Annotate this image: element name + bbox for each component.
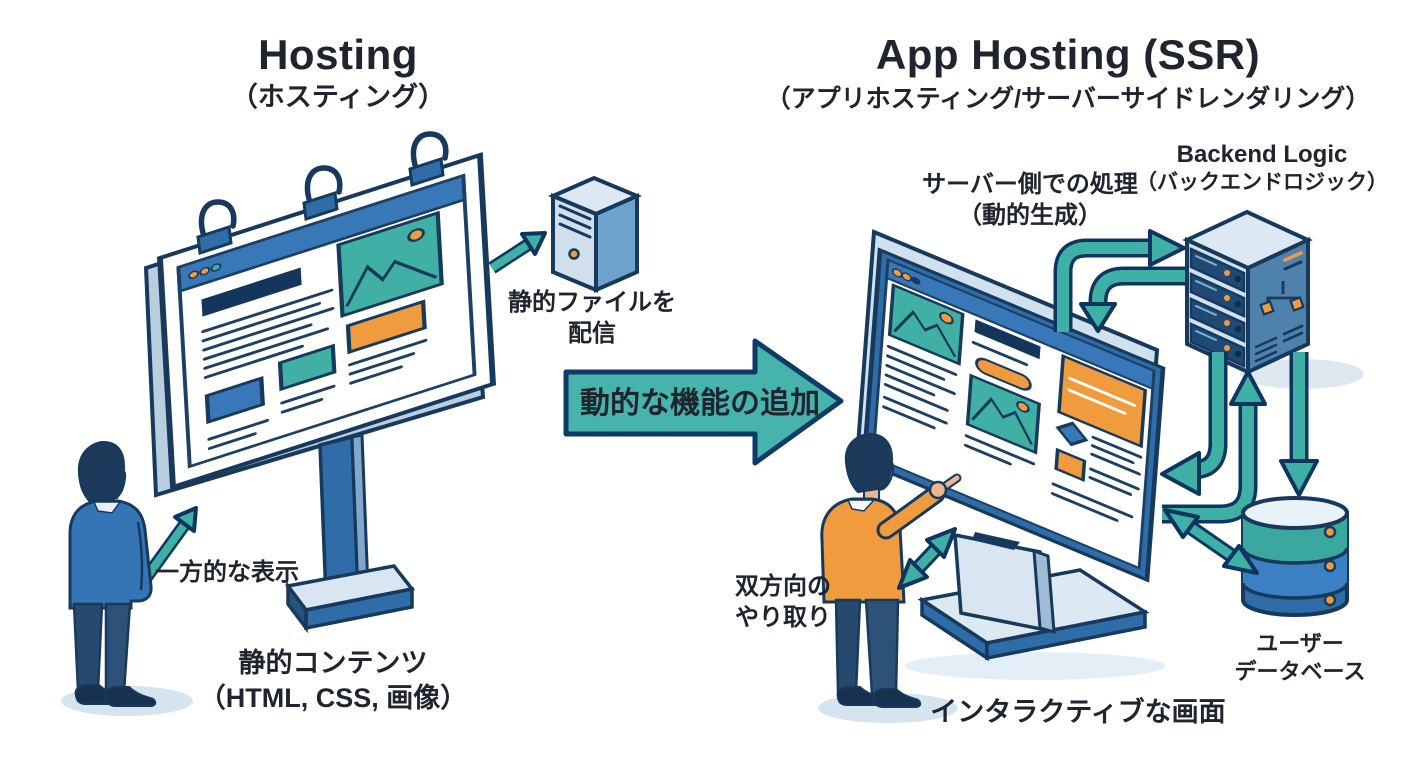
hair [77,440,126,504]
orange-panel [1057,353,1148,449]
heading-block [201,267,302,317]
billboard-illustration [143,131,496,634]
interactive-screen-label: インタラクティブな画面 [930,697,1226,727]
one-way-arrow [140,506,198,582]
pointing-hand [928,480,948,500]
hosting-title: Hosting [258,31,418,78]
deliver-arrow [488,231,547,274]
deliver-static-line1: 静的ファイルを [508,289,676,316]
image-placeholder-icon [965,373,1041,455]
user-database-label: ユーザー データベース [1235,630,1366,686]
monitor-database-sync-arrow [1163,508,1259,575]
static-content-label: 静的コンテンツ （HTML, CSS, 画像） [199,646,468,715]
deliver-static-line2: 配信 [568,319,616,347]
right-person [820,432,962,708]
billboard-pole [284,433,416,634]
hosting-subtitle: （ホスティング） [230,82,446,112]
one-way-label: 一方的な表示 [155,559,299,586]
bidirectional-label: 双方向の やり取り [735,572,831,633]
left-person [68,440,157,707]
request-arrow [1053,229,1186,332]
dynamic-arrow-label: 動的な機能の追加 [580,387,820,420]
backend-logic-subtitle: （バックエンドロジック） [1136,171,1388,194]
monitor-stand [917,532,1150,662]
browser-dot-icon [210,263,222,272]
browser-header-bar [885,258,1156,391]
backend-logic-title: Backend Logic [1176,141,1348,168]
orange-pill-button [975,357,1032,391]
billboard-bracket-icon [196,199,237,255]
user-database-icon [1241,496,1349,617]
orange-card [345,299,427,355]
static-content-line1: 静的コンテンツ [238,648,428,678]
server-processing-line2: （動的生成） [957,201,1102,229]
rack-to-monitor-arrow [1160,352,1228,496]
monitor-illustration [855,229,1166,662]
browser-dot-icon [911,276,921,285]
user-database-line1: ユーザー [1256,631,1344,656]
deliver-static-label: 静的ファイルを 配信 [508,288,676,349]
orange-tile [1054,447,1087,483]
billboard-bracket-icon [408,131,449,187]
rack-units [1189,247,1246,368]
dynamic-feature-arrow [563,338,844,466]
teal-card [277,343,337,392]
image-placeholder-icon [336,210,444,319]
response-arrow [1079,266,1194,333]
rack-to-database-arrow [1279,352,1319,497]
monitor-screen-mockup [861,247,1166,583]
static-server-icon [547,175,643,294]
backend-server-rack-icon [1182,209,1313,376]
server-processing-line1: サーバー側での処理 [922,171,1138,198]
server-processing-label: サーバー側での処理 （動的生成） [922,170,1138,231]
heading-block [974,319,1041,360]
blue-card [204,375,265,425]
bidirectional-line1: 双方向の [735,573,831,600]
browser-dot-icon [199,266,211,276]
image-placeholder-icon [887,283,965,366]
jacket [68,499,153,610]
browser-header-bar [176,173,467,294]
app-hosting-title: App Hosting (SSR) [875,31,1261,78]
user-database-line2: データベース [1234,659,1366,685]
blue-diamond-tile [1055,421,1089,447]
static-content-line2: （HTML, CSS, 画像） [198,682,468,713]
flowchart-detail [1254,251,1305,363]
bidirectional-arrow [897,527,957,590]
monitor-to-rack-arrow [1162,370,1267,524]
app-hosting-subtitle: （アプリホスティング/サーバーサイドレンダリング） [765,85,1371,113]
bidirectional-line2: やり取り [735,603,831,631]
browser-dot-icon [901,272,912,282]
billboard-webpage-mockup [157,152,496,490]
hair [844,432,894,494]
monitor-base-shadow [905,652,1165,680]
billboard-bracket-icon [302,165,343,221]
browser-dot-icon [188,270,199,279]
